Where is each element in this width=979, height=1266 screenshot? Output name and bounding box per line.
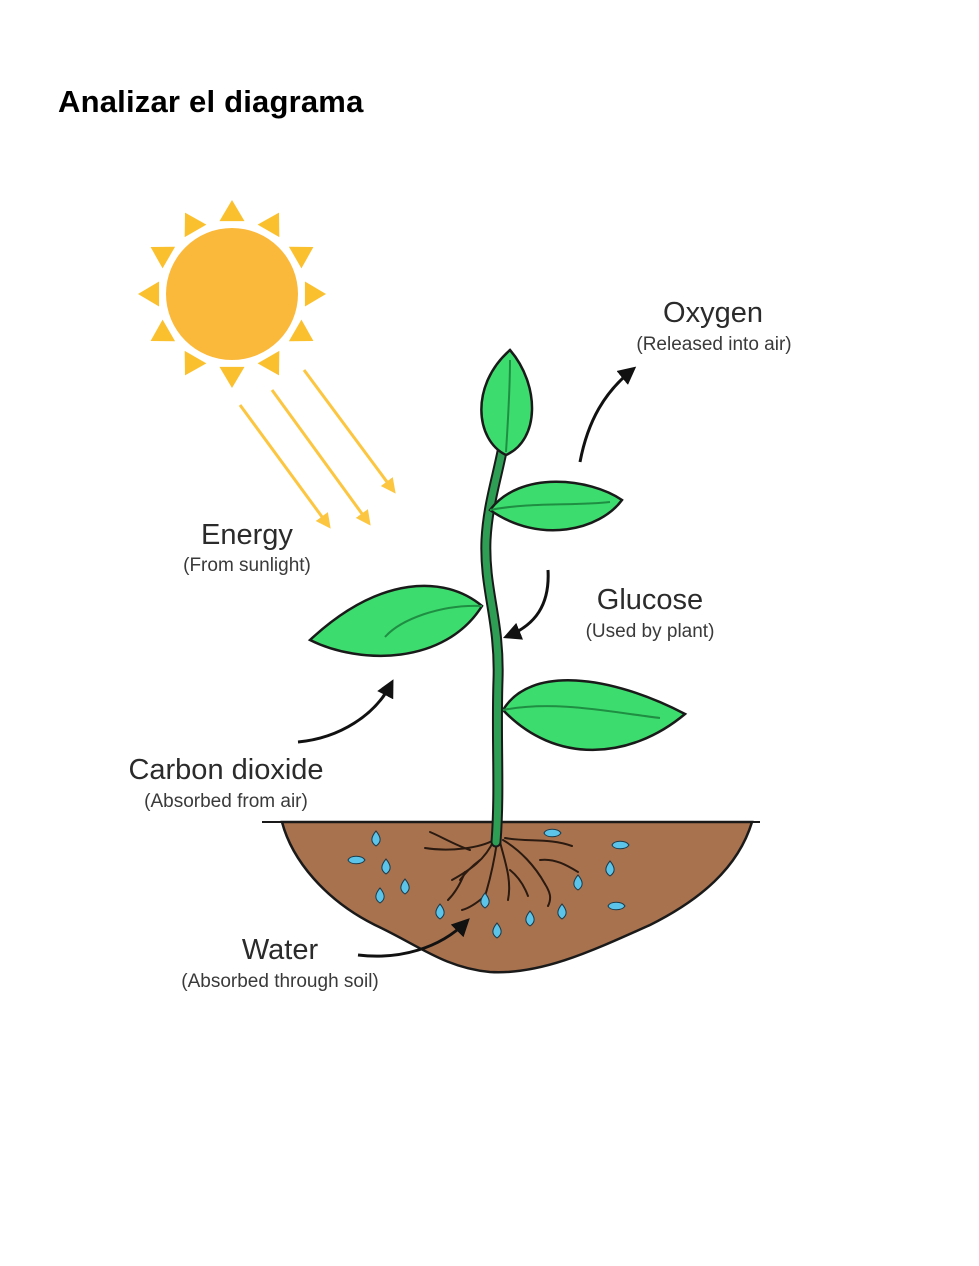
water-drop-icon	[573, 874, 583, 891]
label-energy: Energy (From sunlight)	[183, 519, 311, 576]
water-arrow	[357, 918, 470, 958]
water-drop-icon	[435, 903, 445, 920]
sun-ray	[150, 319, 176, 342]
label-water: Water (Absorbed through soil)	[181, 934, 379, 992]
sun-ray	[219, 366, 245, 388]
page-title: Analizar el diagrama	[58, 84, 364, 119]
label-oxygen-note: (Released into air)	[636, 334, 791, 355]
label-carbon-dioxide-note: (Absorbed from air)	[144, 791, 308, 812]
sun-ray	[184, 350, 207, 376]
water-drop-icon	[347, 855, 366, 865]
sun-ray	[184, 212, 207, 238]
carbon-dioxide-arrow	[297, 679, 394, 744]
water-drop-icon	[525, 910, 535, 927]
water-drop-icon	[611, 840, 630, 850]
label-water-name: Water	[242, 934, 319, 966]
sun-ray	[257, 350, 280, 376]
glucose-arrow	[503, 569, 550, 640]
water-drop-icon	[381, 858, 391, 875]
water-drop-icon	[543, 828, 562, 838]
label-glucose: Glucose (Used by plant)	[586, 584, 715, 642]
soil-icon	[262, 820, 760, 974]
label-glucose-name: Glucose	[597, 584, 703, 616]
water-drop-icon	[480, 892, 490, 909]
label-energy-name: Energy	[201, 519, 293, 551]
water-drop-icon	[607, 901, 626, 911]
label-carbon-dioxide-name: Carbon dioxide	[128, 754, 323, 786]
water-drop-icon	[375, 887, 385, 904]
sun-ray	[304, 281, 326, 307]
arrow-icon	[297, 366, 637, 958]
sunlight-beams	[238, 369, 396, 529]
label-oxygen: Oxygen (Released into air)	[636, 297, 791, 355]
sun-icon	[138, 200, 326, 388]
sun-ray	[257, 212, 280, 238]
label-glucose-note: (Used by plant)	[586, 621, 715, 642]
sun-ray	[288, 319, 314, 342]
water-drop-icon	[400, 878, 410, 895]
label-energy-note: (From sunlight)	[183, 555, 311, 576]
label-water-note: (Absorbed through soil)	[181, 971, 379, 992]
sun-ray	[288, 246, 314, 269]
sun-ray	[138, 281, 160, 307]
sun-ray	[150, 246, 176, 269]
water-drop-icon	[557, 903, 567, 920]
label-carbon-dioxide: Carbon dioxide (Absorbed from air)	[128, 754, 323, 812]
sun-ray	[219, 200, 245, 222]
water-drop-icon	[605, 860, 615, 877]
oxygen-arrow	[578, 366, 637, 463]
plant-icon	[307, 348, 688, 848]
water-drop-icon	[492, 922, 502, 939]
label-oxygen-name: Oxygen	[663, 297, 763, 329]
water-drop-icon	[371, 830, 381, 847]
water-drops	[347, 828, 630, 939]
